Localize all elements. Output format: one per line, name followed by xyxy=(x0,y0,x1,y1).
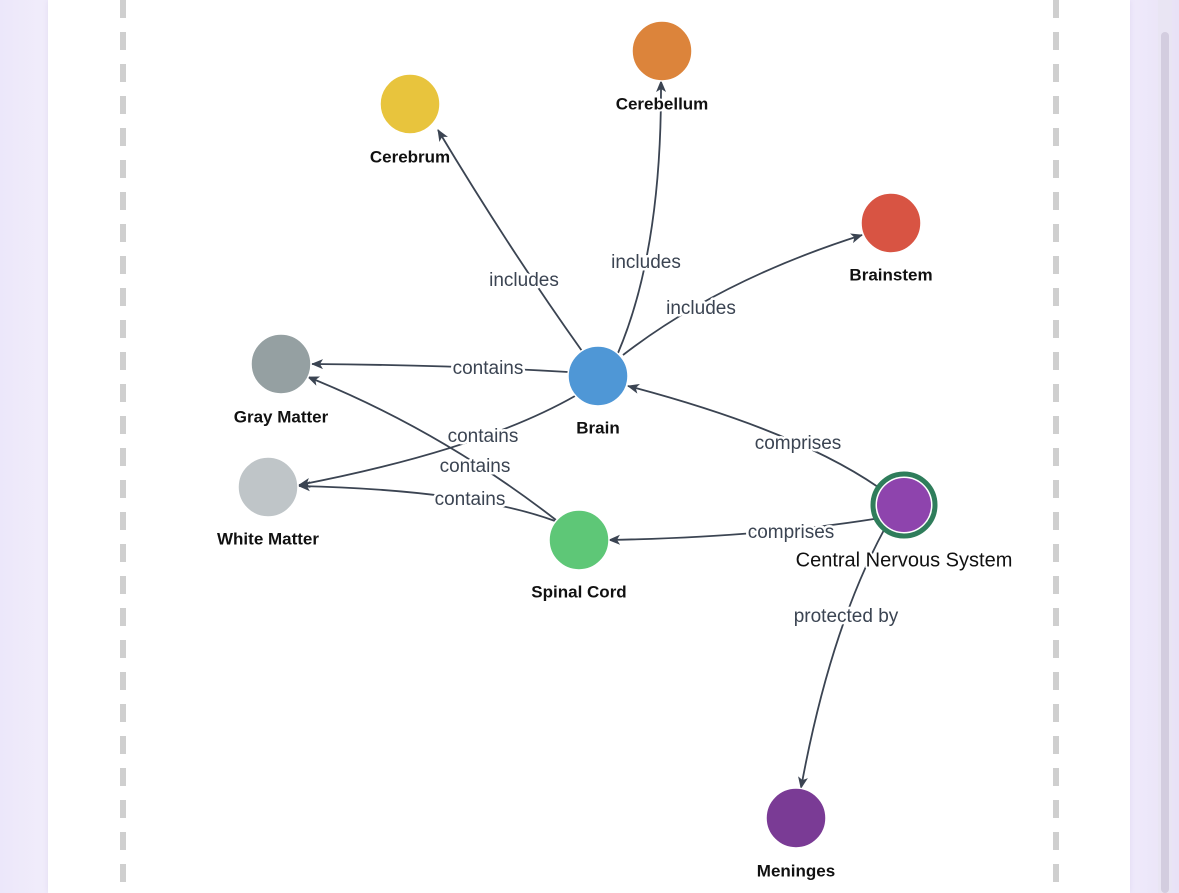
node-label-gray: Gray Matter xyxy=(234,407,329,426)
node-circle-cns[interactable] xyxy=(877,478,931,532)
node-ring-cns xyxy=(870,471,938,539)
node-meninges[interactable]: Meninges xyxy=(755,787,837,882)
node-label-white: White Matter xyxy=(217,529,319,548)
edge-label-spinal-white: contains xyxy=(435,489,506,510)
node-cerebellum[interactable]: Cerebellum xyxy=(614,20,710,115)
node-cerebrum[interactable]: Cerebrum xyxy=(368,73,452,168)
node-brainstem[interactable]: Brainstem xyxy=(847,192,935,286)
node-brain[interactable]: Brain xyxy=(567,345,629,439)
node-label-brainstem: Brainstem xyxy=(849,265,932,284)
node-white[interactable]: White Matter xyxy=(215,456,321,550)
edge-label-cns-meninges: protected by xyxy=(794,606,899,627)
edge-label-brain-gray: contains xyxy=(453,358,524,379)
edge-brain-brainstem xyxy=(622,233,863,356)
node-circle-white[interactable] xyxy=(237,456,299,518)
edge-label-cns-brain: comprises xyxy=(755,433,842,454)
edge-labels-layer: comprises comprises protected by includes in… xyxy=(432,250,901,630)
node-label-cerebrum: Cerebrum xyxy=(370,147,450,166)
edge-cns-meninges xyxy=(798,529,885,789)
node-label-brain: Brain xyxy=(576,418,619,437)
edge-spinal-gray xyxy=(307,376,557,521)
node-circle-gray[interactable] xyxy=(250,333,312,395)
node-label-meninges: Meninges xyxy=(757,861,835,880)
node-circle-brain[interactable] xyxy=(567,345,629,407)
edge-spinal-white xyxy=(298,481,556,522)
edge-label-brain-brainstem: includes xyxy=(666,298,736,319)
scrollbar-thumb[interactable] xyxy=(1161,32,1169,893)
edge-label-brain-cerebrum: includes xyxy=(489,270,559,291)
node-circle-meninges[interactable] xyxy=(765,787,827,849)
edge-label-brain-cerebellum: includes xyxy=(611,252,681,273)
node-label-spinal: Spinal Cord xyxy=(531,582,626,601)
edge-brain-gray xyxy=(311,359,569,373)
edge-label-cns-spinal: comprises xyxy=(748,522,835,543)
edge-label-brain-white: contains xyxy=(448,426,519,447)
node-circle-cerebellum[interactable] xyxy=(631,20,693,82)
node-circle-spinal[interactable] xyxy=(548,509,610,571)
node-label-cerebellum: Cerebellum xyxy=(616,94,709,113)
node-gray[interactable]: Gray Matter xyxy=(232,333,331,428)
edge-brain-cerebrum xyxy=(437,129,583,352)
edges-layer xyxy=(298,80,885,789)
edge-cns-spinal xyxy=(608,518,875,545)
node-spinal[interactable]: Spinal Cord xyxy=(529,509,629,603)
diagram-card xyxy=(48,0,1130,893)
edge-brain-white xyxy=(298,395,576,488)
edge-brain-cerebellum xyxy=(617,80,667,354)
node-cns[interactable]: Central Nervous System xyxy=(794,471,1014,573)
edge-label-spinal-gray: contains xyxy=(440,456,511,477)
node-label-cns: Central Nervous System xyxy=(796,549,1013,571)
node-circle-cerebrum[interactable] xyxy=(379,73,441,135)
edge-cns-brain xyxy=(627,383,879,488)
node-circle-brainstem[interactable] xyxy=(860,192,922,254)
